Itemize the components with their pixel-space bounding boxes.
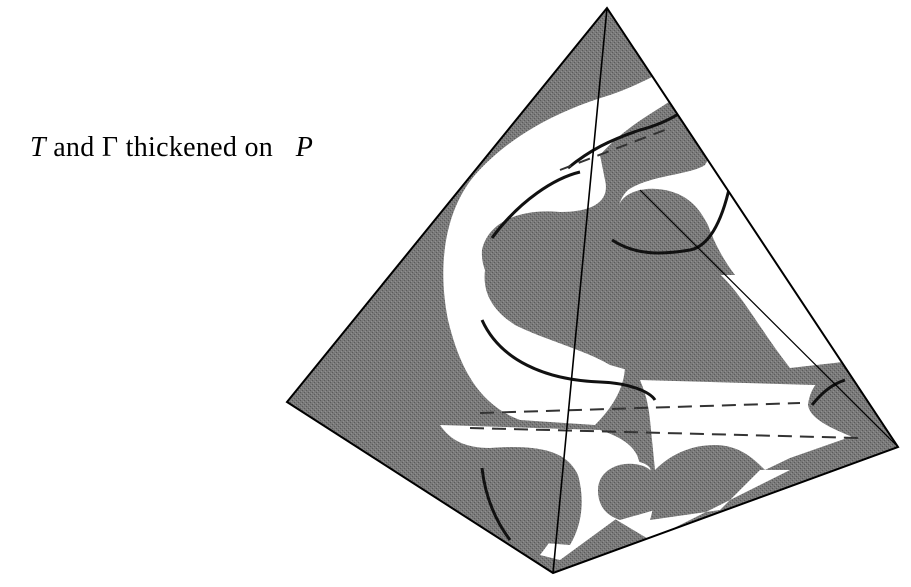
gamma-curve-right	[810, 378, 846, 406]
caption-thickened-on: thickened on	[125, 132, 274, 163]
shaded-blob-lower-left	[477, 447, 582, 545]
caption-P: P	[295, 132, 314, 163]
white-c-shaped-region	[443, 30, 720, 425]
shaded-blob-bottom	[598, 463, 658, 520]
gamma-curve-lower	[480, 319, 657, 401]
tetra-inner-edge	[639, 189, 898, 448]
tetrahedron-outline	[285, 6, 900, 575]
figure-caption: T and Γ thickened on P	[30, 132, 313, 164]
hidden-edge-dashed-1	[479, 402, 801, 414]
shaded-blob-center	[484, 205, 656, 375]
caption-and: and	[53, 132, 95, 163]
caption-gamma: Γ	[101, 132, 119, 163]
caption-T: T	[30, 132, 46, 163]
white-lower-band-region	[440, 425, 642, 560]
gamma-curve-bottom-left	[480, 467, 512, 541]
gamma-curve-mid	[611, 184, 732, 255]
gamma-curve-inner	[490, 170, 581, 239]
tetra-front-edge	[552, 8, 608, 573]
